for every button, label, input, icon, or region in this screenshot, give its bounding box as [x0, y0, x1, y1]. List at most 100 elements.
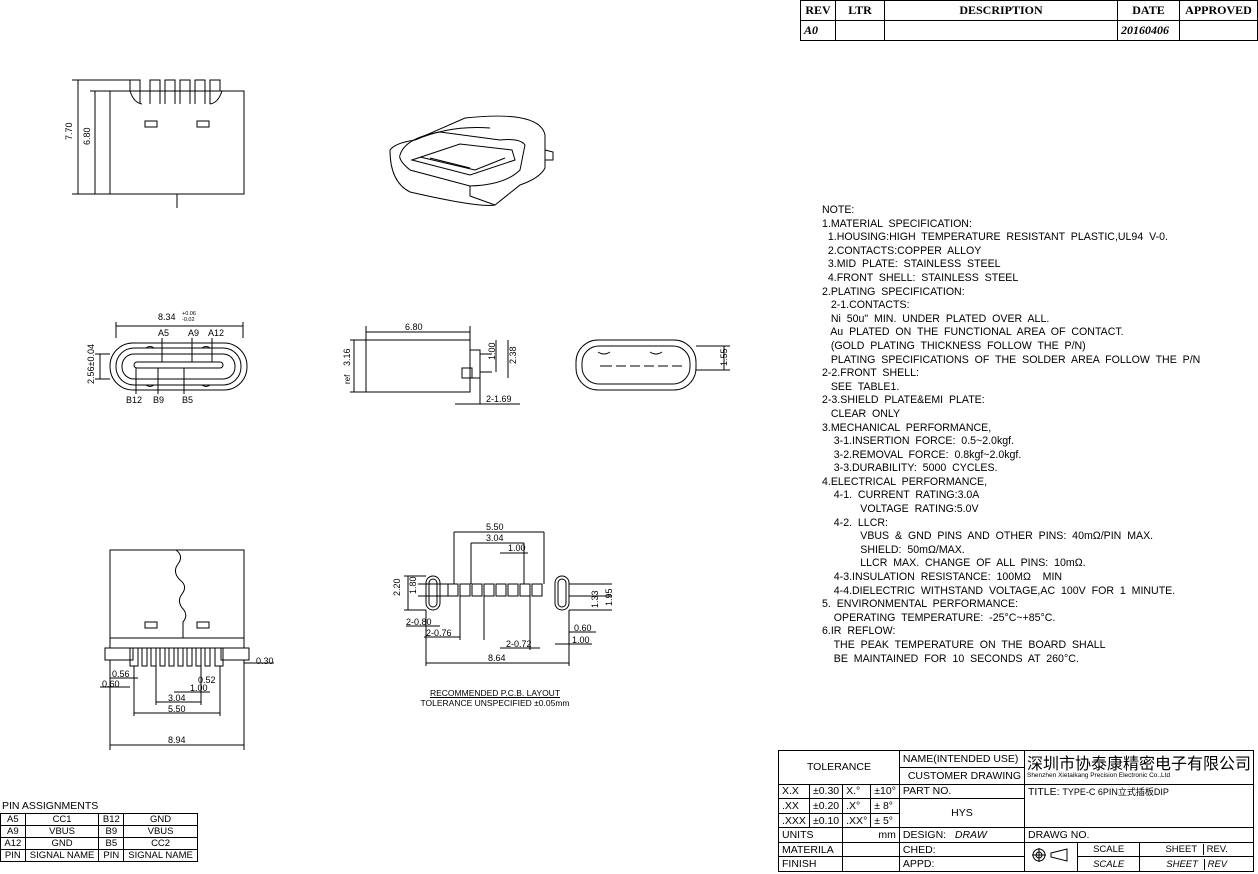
dim-side-1-00: 1.00 — [487, 342, 497, 360]
dim-bottom-0-30: 0.30 — [256, 656, 274, 666]
note-line: LLCR MAX. CHANGE OF ALL PINS: 10mΩ. — [822, 557, 1086, 570]
dim-side-3-16: 3.16 — [342, 348, 352, 366]
part-value: HYS — [898, 798, 1025, 829]
pcb-layout: 5.50 3.04 1.00 2.20 1.80 1.33 1.95 2- — [392, 522, 614, 666]
side-view: 6.80 3.16 ref 1.00 2.38 2-1.69 — [342, 322, 520, 405]
design-cell: DESIGN: DRAW — [898, 827, 1025, 843]
projection-icon — [1031, 848, 1068, 863]
note-line: 1.MATERIAL SPECIFICATION: — [822, 217, 972, 230]
pin-cell: B9 — [98, 825, 125, 838]
note-line: 3-2.REMOVAL FORCE: 0.8kgf~2.0kgf. — [822, 448, 1022, 461]
ched-label: CHED: — [898, 841, 1025, 858]
dim-width-opening: 8.34 — [158, 312, 176, 322]
tol-xx-label: X.X — [778, 783, 810, 800]
pin-cell: B12 — [98, 813, 125, 826]
note-line: Au PLATED ON THE FUNCTIONAL AREA OF CONT… — [822, 326, 1124, 339]
company-name-en: Shenzhen Xietaikang Precision Electronic… — [1026, 772, 1171, 780]
pin-cell: A12 — [0, 837, 26, 850]
note-line: NOTE: — [822, 204, 855, 216]
name-label: NAME(INTENDED USE) — [898, 750, 1025, 768]
note-line: 6.IR REFLOW: — [822, 625, 896, 638]
pcb-caption: RECOMMENDED P.C.B. LAYOUT TOLERANCE UNSP… — [420, 688, 570, 708]
tol-xxxx-value: ±0.10 — [808, 812, 844, 829]
note-line: CLEAR ONLY — [822, 407, 901, 420]
end-view: 1.55 — [575, 339, 730, 391]
dim-bottom-0-52: 0.52 — [198, 675, 216, 685]
tolerance-label: TOLERANCE — [778, 750, 900, 785]
company-cell: 深圳市协泰康精密电子有限公司 Shenzhen Xietaikang Preci… — [1023, 750, 1255, 785]
units-label: UNITS — [777, 827, 844, 843]
design-value: DRAW — [954, 829, 987, 842]
note-line: 2-3.SHIELD PLATE&EMI PLATE: — [822, 394, 985, 407]
pin-assignments-title: PIN ASSIGNMENTS — [2, 800, 99, 812]
tol-xxxx-angle-value: ± 5° — [870, 812, 900, 829]
dim-pcb-5-50: 5.50 — [486, 522, 504, 532]
sheet-label: SHEET — [1165, 844, 1197, 856]
note-line: 4-1. CURRENT RATING:3.0A — [822, 489, 980, 502]
dim-pcb-3-04: 3.04 — [486, 533, 504, 543]
dim-bottom-5-50: 5.50 — [168, 704, 186, 714]
dim-pcb-1-33: 1.33 — [590, 590, 600, 608]
label-pin-a5: A5 — [158, 328, 169, 338]
note-line: THE PEAK TEMPERATURE ON THE BOARD SHALL — [822, 639, 1106, 651]
company-name-cn: 深圳市协泰康精密电子有限公司 — [1026, 754, 1251, 774]
signal-name-cell: SIGNAL NAME — [24, 849, 100, 862]
design-label: DESIGN: — [902, 829, 947, 842]
note-line: 4-3.INSULATION RESISTANCE: 100MΩ MIN — [822, 571, 1063, 584]
dim-bottom-1-00: 1.00 — [190, 683, 208, 693]
title-block: TOLERANCE NAME(INTENDED USE) 深圳市协泰康精密电子有… — [777, 750, 1255, 873]
note-line: 3.MECHANICAL PERFORMANCE, — [822, 421, 992, 434]
note-line: BE MAINTAINED FOR 10 SECONDS AT 260°C. — [822, 652, 1079, 665]
dim-bottom-0-60: 0.60 — [102, 679, 120, 689]
approved-value — [1179, 20, 1258, 41]
note-line: 4-2. LLCR: — [822, 516, 888, 529]
dim-pcb-1-80: 1.80 — [408, 576, 418, 594]
note-line: 2.CONTACTS:COPPER ALLOY — [822, 244, 982, 257]
technical-drawing: 7.70 6.80 8.34 +0.06 -0.02 2.56±0.04 A5 … — [64, 79, 730, 750]
signal-name-cell: CC1 — [24, 813, 100, 826]
pin-cell: PIN — [98, 849, 125, 862]
dim-pcb-2-20: 2.20 — [392, 578, 402, 596]
front-view: 7.70 6.80 — [64, 79, 245, 208]
pin-cell: A5 — [0, 813, 26, 826]
signal-name-cell: GND — [123, 813, 198, 826]
pin-cell: A9 — [0, 825, 26, 838]
dim-height-total: 7.70 — [64, 122, 74, 140]
dim-height-body: 6.80 — [82, 127, 92, 145]
note-line: VOLTAGE RATING:5.0V — [822, 503, 979, 516]
dim-side-depth: 6.80 — [405, 322, 423, 332]
dim-pcb-2-080: 2-0.80 — [406, 617, 432, 627]
dim-side-ref: ref — [343, 374, 352, 384]
dim-pcb-2-076: 2-0.76 — [426, 628, 452, 638]
dim-pcb-8-64: 8.64 — [488, 653, 506, 663]
tol-xxx-angle-label: .X° — [842, 798, 872, 814]
notes-block: NOTE:1.MATERIAL SPECIFICATION: 1.HOUSING… — [822, 204, 1252, 666]
pin-cell: PIN — [0, 849, 26, 862]
note-line: 4.FRONT SHELL: STAINLESS STEEL — [822, 271, 1019, 284]
label-pin-b9: B9 — [153, 395, 164, 405]
note-line: 3-1.INSERTION FORCE: 0.5~2.0kgf. — [822, 435, 1015, 448]
note-line: 3-3.DURABILITY: 5000 CYCLES. — [822, 462, 998, 475]
dim-bottom-0-56: 0.56 — [112, 669, 130, 679]
note-line: 2-1.CONTACTS: — [822, 299, 910, 312]
isometric-view — [389, 115, 554, 206]
ltr-header: LTR — [835, 0, 885, 21]
rev-header: REV — [800, 0, 836, 21]
note-line: Ni 50u" MIN. UNDER PLATED OVER ALL. — [822, 312, 1050, 325]
note-line: SEE TABLE1. — [822, 380, 900, 393]
sheet-rev-value: SHEET REV — [1139, 856, 1254, 872]
finish-label: FINISH — [777, 856, 844, 872]
pcb-caption-tolerance: TOLERANCE UNSPECIFIED ±0.05mm — [420, 698, 570, 708]
label-pin-a9: A9 — [188, 328, 199, 338]
rev-label: REV. — [1202, 844, 1228, 856]
title-label: TITLE: — [1027, 785, 1060, 798]
ltr-value — [835, 20, 885, 41]
sheet-value: SHEET — [1166, 858, 1198, 870]
opening-view: 8.34 +0.06 -0.02 2.56±0.04 A5 A9 A12 B12… — [86, 311, 248, 405]
